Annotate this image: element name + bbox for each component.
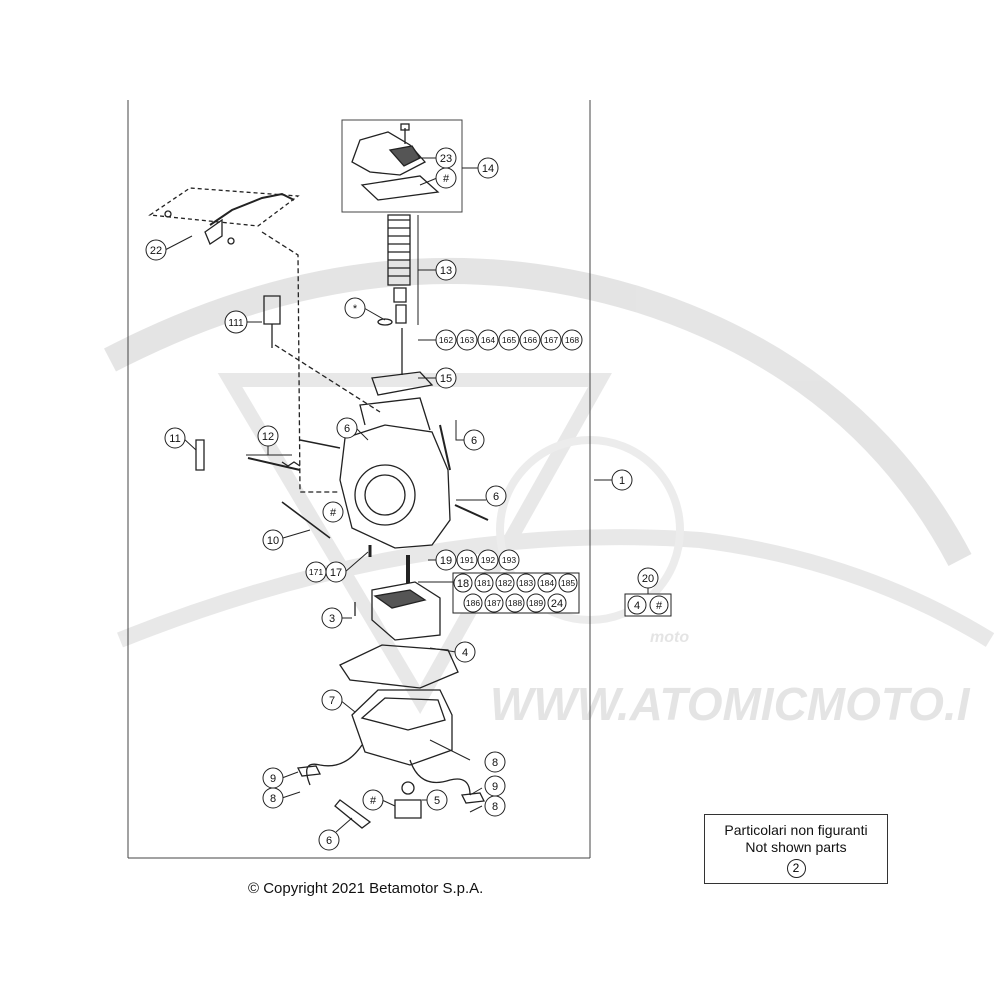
callout-187: 187 xyxy=(487,598,501,608)
callout-20-hash: # xyxy=(656,600,663,612)
callout-8a: 8 xyxy=(492,757,498,769)
callout-23: 23 xyxy=(440,153,452,165)
callout-163: 163 xyxy=(460,335,474,345)
callout-18: 18 xyxy=(457,578,469,590)
callout-9b: 9 xyxy=(492,781,498,793)
callout-10: 10 xyxy=(267,535,279,547)
callout-20: 20 xyxy=(642,573,654,585)
callout-186: 186 xyxy=(466,598,480,608)
callout-6a: 6 xyxy=(344,423,350,435)
callout-1: 1 xyxy=(619,475,625,487)
callout-167: 167 xyxy=(544,335,558,345)
callout-9a: 9 xyxy=(270,773,276,785)
callout-192: 192 xyxy=(481,555,495,565)
callout-193: 193 xyxy=(502,555,516,565)
legend-english: Not shown parts xyxy=(745,839,847,855)
callout-6d: 6 xyxy=(326,835,332,847)
callout-asterisk: * xyxy=(353,303,358,315)
leader-lines xyxy=(164,157,612,833)
callout-15: 15 xyxy=(440,373,452,385)
callout-22: 22 xyxy=(150,245,162,257)
callout-171: 171 xyxy=(309,567,323,577)
callout-164: 164 xyxy=(481,335,495,345)
callout-8b: 8 xyxy=(270,793,276,805)
callout-12: 12 xyxy=(262,431,274,443)
callout-162: 162 xyxy=(439,335,453,345)
callout-4: 4 xyxy=(462,647,468,659)
callout-24: 24 xyxy=(551,598,563,610)
copyright-notice: © Copyright 2021 Betamotor S.p.A. xyxy=(248,880,484,897)
callout-20-4: 4 xyxy=(634,600,640,612)
legend-italian: Particolari non figuranti xyxy=(724,822,868,838)
callout-14: 14 xyxy=(482,163,494,175)
callout-hash-a: # xyxy=(443,173,450,185)
callout-group: 1 3 4 5 6 6 6 6 7 8 8 8 9 9 10 11 111 12… xyxy=(145,147,672,851)
not-shown-parts-legend: Particolari non figuranti Not shown part… xyxy=(704,814,888,884)
watermark-url: WWW.ATOMICMOTO.I xyxy=(490,678,971,730)
main-frame xyxy=(127,100,591,859)
callout-182: 182 xyxy=(498,578,512,588)
callout-5: 5 xyxy=(434,795,440,807)
callout-3: 3 xyxy=(329,613,335,625)
callout-181: 181 xyxy=(477,578,491,588)
callout-168: 168 xyxy=(565,335,579,345)
callout-8c: 8 xyxy=(492,801,498,813)
callout-185: 185 xyxy=(561,578,575,588)
callout-6b: 6 xyxy=(471,435,477,447)
callout-17: 17 xyxy=(330,567,342,579)
callout-6c: 6 xyxy=(493,491,499,503)
callout-191: 191 xyxy=(460,555,474,565)
callout-hash-c: # xyxy=(370,795,377,807)
callout-184: 184 xyxy=(540,578,554,588)
callout-7: 7 xyxy=(329,695,335,707)
callout-13: 13 xyxy=(440,265,452,277)
callout-189: 189 xyxy=(529,598,543,608)
parts-drawing xyxy=(148,123,489,829)
watermark-brand: moto xyxy=(650,629,689,646)
callout-19: 19 xyxy=(440,555,452,567)
callout-166: 166 xyxy=(523,335,537,345)
callout-11: 11 xyxy=(169,433,180,445)
callout-183: 183 xyxy=(519,578,533,588)
callout-188: 188 xyxy=(508,598,522,608)
callout-hash-b: # xyxy=(330,507,337,519)
callout-111: 111 xyxy=(228,318,244,329)
legend-ref-badge: 2 xyxy=(786,859,806,878)
callout-165: 165 xyxy=(502,335,516,345)
